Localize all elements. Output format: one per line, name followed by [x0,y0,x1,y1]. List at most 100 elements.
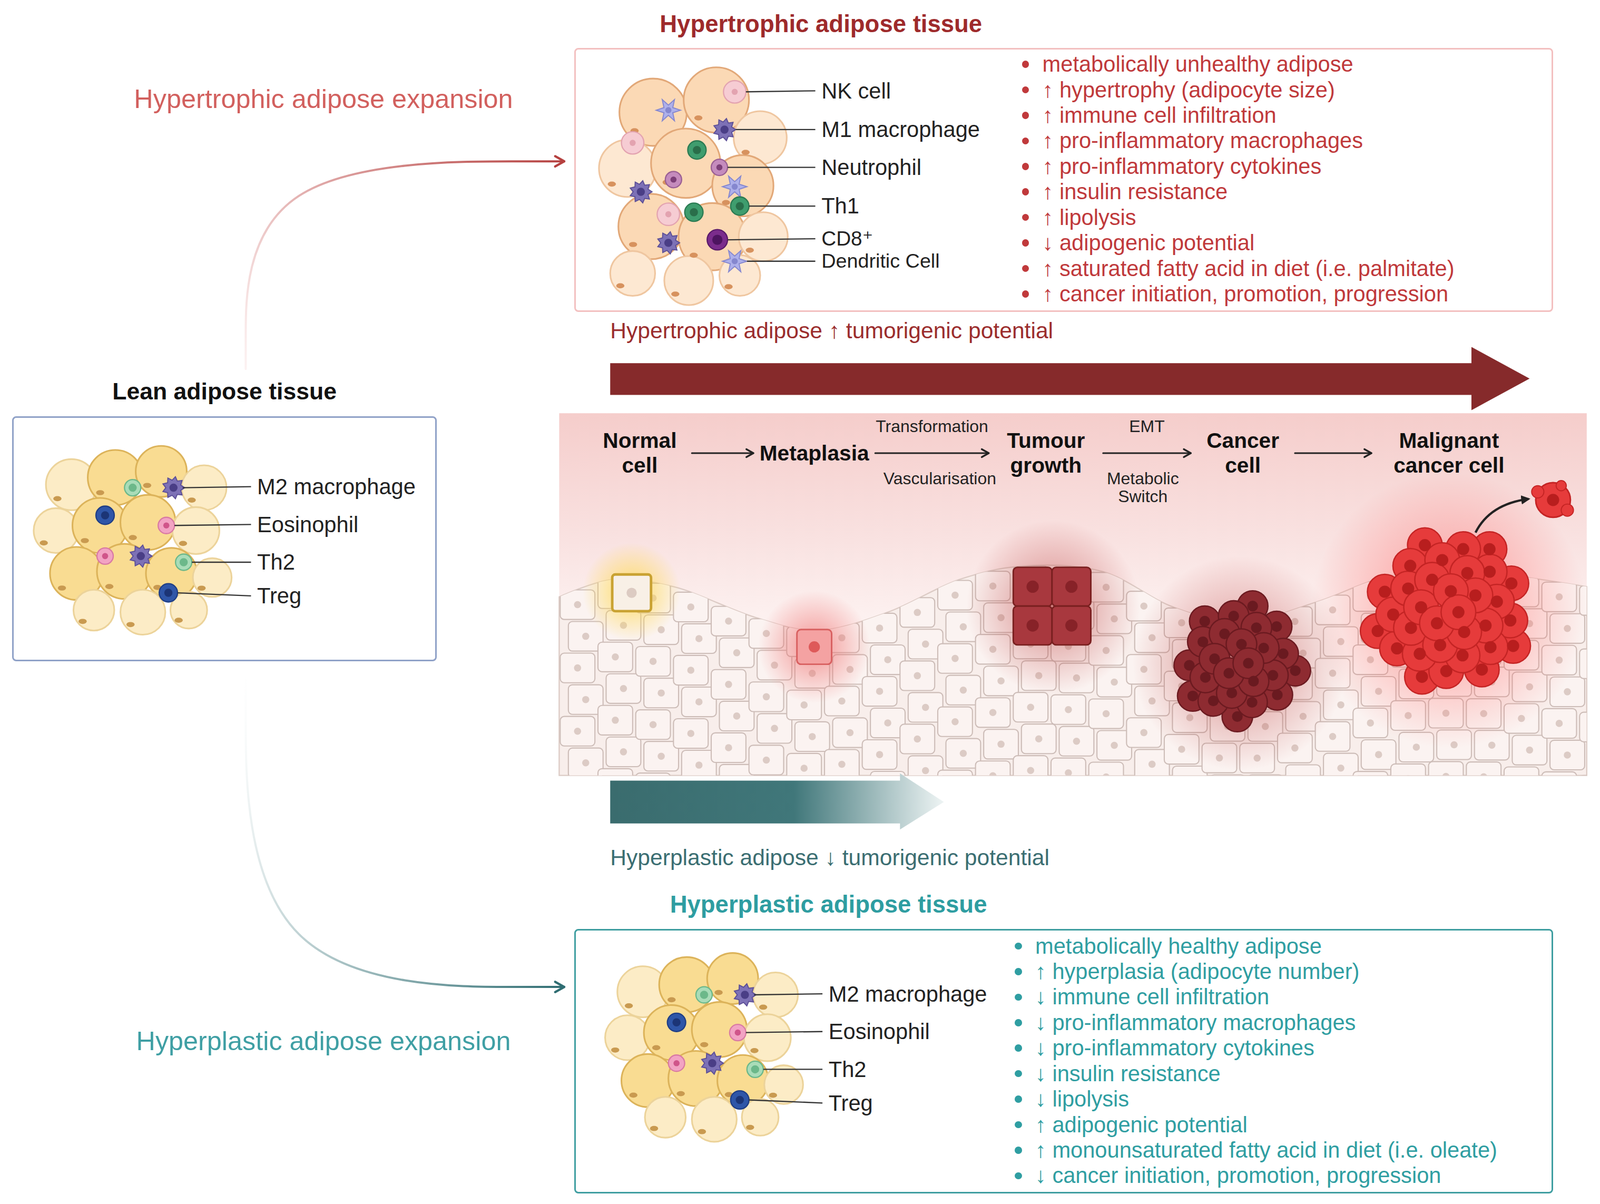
bullet-text: metabolically unhealthy adipose [1042,51,1354,77]
epithelial-cell [1323,753,1359,783]
cell-nucleus [1271,621,1282,632]
bullet-row: ↓ cancer initiation, promotion, progress… [1014,1162,1441,1189]
cell-label: Dendritic Cell [821,250,940,272]
cell-nucleus [1415,601,1428,614]
cell-nucleus [673,1059,680,1067]
cell-nucleus [1148,760,1156,769]
connector [245,161,565,369]
epithelial-cell [1542,771,1577,802]
cell-nucleus [724,680,733,689]
bullet-row: metabolically unhealthy adipose [1022,51,1354,77]
cell-body [701,1052,724,1075]
bullet-dot [1022,111,1030,120]
cell-nucleus [1197,636,1209,647]
cell-body [707,229,728,251]
cell-nucleus [686,729,695,738]
adipocyte [172,506,220,554]
cell-nucleus [735,1095,744,1104]
epithelial-cell [597,642,633,672]
stage-label: Metaplasia [759,440,870,466]
epithelial-cell [862,739,898,770]
cell-nucleus [582,632,590,641]
adipocyte-nucleus [197,585,206,591]
leader-line [749,205,816,207]
cell-nucleus [1064,769,1073,777]
epithelial-cell [1466,761,1501,792]
cell-nucleus [664,238,673,247]
step-label: Vascularisation [883,469,997,488]
epithelial-cell [1587,743,1600,774]
cell-nucleus [163,522,170,529]
cell-nucleus [1436,553,1449,566]
bullet-text: ↑ insulin resistance [1042,179,1229,205]
bullet-dot [1014,1146,1023,1154]
cell-nucleus [1405,621,1418,634]
adipocyte-nucleus [698,1129,706,1135]
cell-nucleus [731,88,739,95]
cell-body [130,544,152,567]
cell-nucleus [751,1065,760,1074]
cell-nucleus [762,693,771,701]
cell-nucleus [724,617,733,625]
tumour-cell [1232,648,1264,679]
cell-nucleus [686,603,695,611]
epithelial-cell [1051,694,1086,725]
cell-nucleus [997,740,1005,749]
adipocyte [664,256,714,306]
epithelial-cell [1088,698,1124,729]
adipocyte-nucleus [676,1091,685,1097]
adipocyte-nucleus [750,1047,759,1054]
epithelial-cell [1088,762,1124,792]
cell-nucleus [1228,610,1240,622]
epithelial-cell [1210,774,1245,805]
adipocyte-nucleus [616,283,625,289]
adipocyte-nucleus [741,149,750,155]
cell-label: M2 macrophage [257,475,416,499]
cell-nucleus [1593,596,1600,605]
bullet-row: ↑ insulin resistance [1022,179,1228,205]
metaplastic-cell [797,629,832,665]
cell-nucleus [770,724,779,733]
bullet-text: ↓ cancer initiation, promotion, progress… [1035,1162,1441,1189]
bullet-row: ↓ pro-inflammatory cytokines [1014,1035,1314,1061]
adipocyte [192,557,232,597]
epithelial-cell [597,705,633,735]
cell-nucleus [724,743,733,752]
cell-nucleus [1430,616,1444,630]
adipocyte-nucleus [714,989,723,996]
adipocyte [120,589,166,635]
panel-heading: Hypertrophic adipose tissue [659,10,983,39]
leader-line [174,524,251,526]
adipocyte-nucleus [629,1092,637,1098]
epithelial-cell [1051,758,1086,788]
panel-heading: Lean adipose tissue [13,377,436,406]
bullet-dot [1022,86,1030,94]
cell-nucleus [1452,605,1465,618]
adipocyte-nucleus [53,496,62,502]
cell-nucleus [1073,737,1081,745]
immune-cell [722,175,747,198]
cell-nucleus [649,720,657,729]
cell-nucleus [179,557,188,566]
cell-glow [1311,472,1587,749]
cell-nucleus [1387,608,1400,621]
cell-label: CD8⁺ [821,228,873,250]
cell-label: Th1 [821,194,860,218]
cell-nucleus [1456,649,1469,662]
epithelial-cell [1021,723,1057,754]
adipocyte-nucleus [759,1004,768,1010]
cell-nucleus [582,695,590,704]
bullet-row: ↓ lipolysis [1014,1086,1130,1112]
epithelial-cell [899,597,935,627]
cell-nucleus [740,990,749,999]
cell-nucleus [876,687,884,695]
cell-nucleus [913,609,921,617]
immune-cell [701,1052,724,1075]
bullet-text: ↑ monounsaturated fatty acid in diet (i.… [1035,1137,1498,1163]
cell-nucleus [1200,671,1211,683]
stage-label: Tumour growth [994,428,1097,478]
cell-nucleus [1277,648,1289,659]
cell-label: Treg [828,1091,873,1115]
bullet-dot [1022,162,1030,171]
cell-label: Eosinophil [257,513,359,537]
